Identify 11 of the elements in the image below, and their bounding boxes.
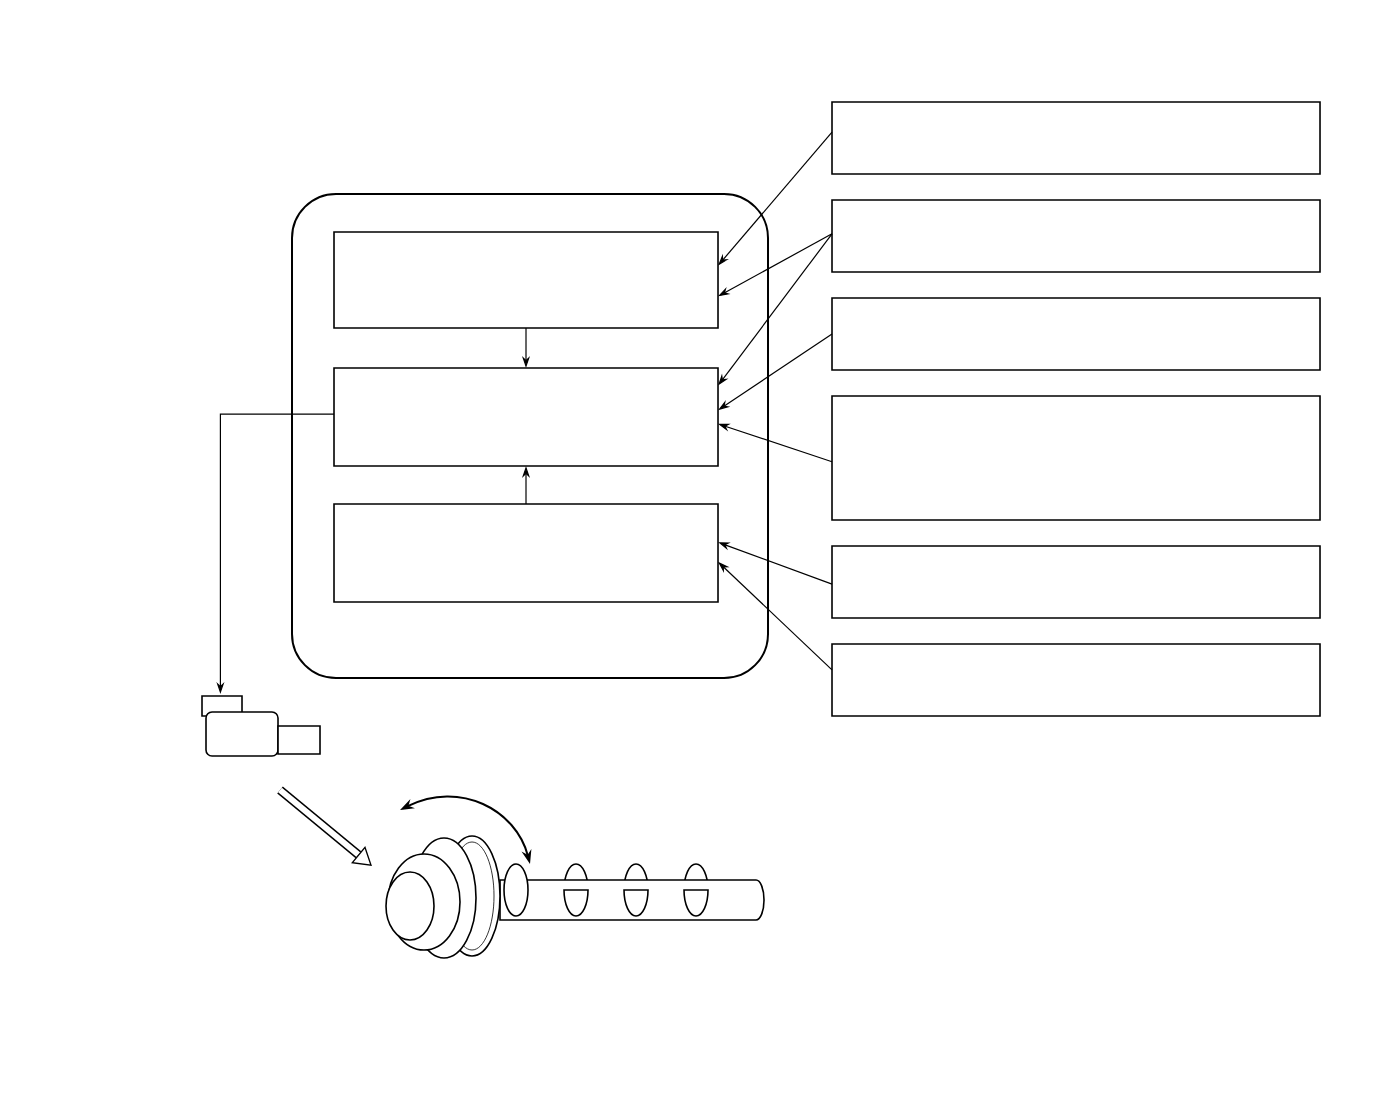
block-box — [831, 643, 1321, 717]
block-box — [333, 367, 719, 467]
block-box — [831, 199, 1321, 273]
sensor-drawing — [201, 695, 321, 757]
block-box — [831, 545, 1321, 619]
block-box — [333, 503, 719, 603]
block-box — [831, 101, 1321, 175]
module-frame — [291, 193, 769, 679]
block-box — [333, 231, 719, 329]
block-box — [831, 395, 1321, 521]
block-box — [831, 297, 1321, 371]
